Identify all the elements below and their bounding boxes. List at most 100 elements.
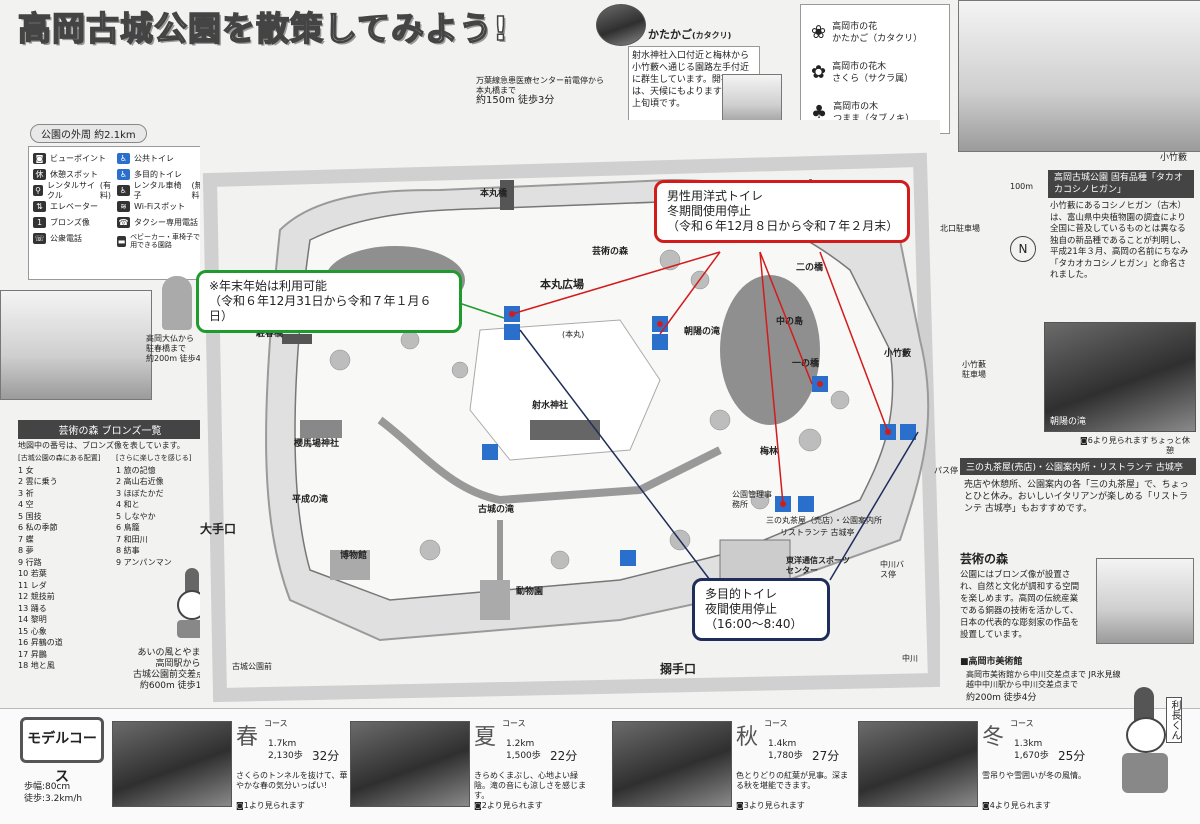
label-ume: 梅林 [760, 447, 779, 457]
city-tree-label: 高岡市の木 [833, 102, 879, 112]
bronze-icon: 1 [33, 217, 46, 228]
course-photo [612, 721, 732, 807]
course-photo [112, 721, 232, 807]
course-km: 1.3km [1014, 739, 1043, 749]
label-ninomaru: 二の橋 [796, 263, 824, 273]
asahi-waterfall-photo [1044, 322, 1196, 432]
course-photo [858, 721, 978, 807]
legend-multi-toilet: 多目的トイレ [134, 169, 182, 179]
sakurababa-shrine-building [300, 420, 342, 438]
label-kojo-park: 古城公園前 [232, 662, 272, 671]
bronze-list-note: 地図中の番号は、ブロンズ像を表しています。 [18, 441, 185, 450]
legend-wifi: Wi-Fiスポット [134, 201, 186, 211]
course-steps: 2,130歩 [268, 751, 303, 761]
native-variety-panel: 高岡古城公園 固有品種「タカオカコシノヒガン」 小竹藪にあるコシノヒガン（古木）… [1048, 170, 1194, 310]
katakago-title-sub: (カタクリ) [692, 31, 732, 40]
bronze-item: 16 昇鶴の道 [18, 638, 63, 647]
bronze-item: 3 ほぼたかだ [116, 488, 164, 498]
camera-icon: ◙ [33, 153, 46, 164]
label-honmarubashi: 本丸橋 [480, 189, 508, 199]
wifi-icon: ≋ [117, 201, 130, 212]
bronze-item: 7 蝶 [18, 534, 34, 544]
bronze-item: 4 和と [116, 500, 140, 509]
course-desc: きらめくまぶし、心地よい緑陰。滝の音にも涼しさを感じます。 [474, 771, 586, 800]
label-doubutsuen: 動物園 [516, 587, 544, 597]
cherry-path-photo [0, 290, 152, 400]
camera-icon: ◙ [1080, 436, 1088, 445]
zoo-building [480, 580, 510, 620]
course-km: 1.7km [268, 739, 297, 749]
course-label: コース [264, 719, 288, 728]
bronze-list-panel: 芸術の森 ブロンズ一覧 地図中の番号は、ブロンズ像を表しています。 [古城公園の… [18, 420, 202, 700]
bamboo-grove-photo [958, 0, 1200, 152]
legend-bicycle: レンタルサイクル [47, 180, 95, 200]
geijutsu-title: 芸術の森 [960, 552, 1009, 566]
label-ristorante: リストランテ 古城亭 [780, 528, 855, 537]
bronze-item: 15 心象 [18, 626, 47, 636]
geijutsu-panel: 芸術の森 公園にはブロンズ像が設置され、自然と文化が調和する空間を楽しめます。高… [960, 550, 1196, 710]
course-min: 32分 [312, 749, 340, 763]
cherry-tree-icon: ✿ [811, 62, 827, 83]
bronze-item: 12 競技前 [18, 592, 55, 601]
sculpture-photo [1096, 558, 1194, 644]
men-toilet-marker [817, 381, 823, 387]
bronze-item: 14 黎明 [18, 615, 47, 624]
toilet-icon [482, 444, 498, 460]
label-kitaguchi: 北口駐車場 [940, 224, 980, 233]
katakago-photo [596, 4, 646, 46]
men-toilet-callout: 男性用洋式トイレ 冬期間使用停止 （令和６年12月８日から令和７年２月末） [654, 180, 910, 243]
camera-icon: ◙ [474, 801, 482, 810]
wheelchair-icon [652, 334, 668, 350]
label-park-office: 公園管理事務所 [732, 490, 772, 509]
course-ref: ◙2より見られます [474, 801, 543, 810]
sannomaru-header: 三の丸茶屋(売店)・公園案内所・リストランテ 古城亭 [960, 458, 1196, 475]
daibutsu-icon [162, 276, 192, 330]
legend-taxi: タクシー専用電話 [134, 217, 198, 227]
museum-name: ■高岡市美術館 [960, 657, 1023, 667]
legend-bronze: ブロンズ像 [50, 217, 90, 227]
sannomaru-panel: 三の丸茶屋(売店)・公園案内所・リストランテ 古城亭 売店や休憩所、公園案内の各… [960, 458, 1196, 528]
course-steps: 1,670歩 [1014, 751, 1049, 761]
katakago-text: 射水神社入口付近と梅林から小竹藪へ通じる園路左手付近に群生しています。開花時期は… [632, 51, 750, 109]
bronze-item: 1 女 [18, 465, 34, 475]
label-kotakeyabu-parking: 小竹藪駐車場 [962, 360, 986, 379]
bronze-list-title: 芸術の森 ブロンズ一覧 [18, 420, 202, 439]
label-otemachi: 大手口 [200, 522, 237, 536]
course-km: 1.2km [506, 739, 535, 749]
wheelchair-rental-icon: ♿ [117, 185, 130, 196]
course-steps: 1,780歩 [768, 751, 803, 761]
museum-dist: 約200m 徒歩4分 [966, 693, 1037, 703]
legend-viewpoint: ビューポイント [50, 153, 106, 163]
label-heisei-no-taki: 平成の滝 [292, 495, 329, 505]
bronze-item: 8 夢 [18, 546, 34, 555]
course-steps: 1,500歩 [506, 751, 541, 761]
course-label: コース [502, 719, 526, 728]
course-km: 1.4km [768, 739, 797, 749]
course-season: 春 [236, 725, 259, 750]
label-nakagawa-bus: 中川バス停 [880, 560, 904, 579]
tokyu-directions: 万葉線急患医療センター前電停から 本丸橋まで 約150m 徒歩3分 [476, 76, 604, 106]
label-sannomaru: 三の丸茶屋（売店）・公園案内所 [766, 516, 882, 525]
new-year-callout: ※年末年始は利用可能 （令和６年12月31日から令和７年１月６日） [196, 270, 462, 333]
course-desc: 色とりどりの紅葉が見事。深まる秋を堪能できます。 [736, 771, 848, 790]
elevator-icon: ⇅ [33, 201, 46, 212]
page-title: 高岡古城公園を散策してみよう! [17, 8, 510, 49]
label-chushun: 駐春橋 [256, 329, 284, 339]
legend-panel: ◙ビューポイント ♿公共トイレ 休休憩スポット ♿多目的トイレ ⚲レンタルサイク… [28, 146, 218, 280]
katakago-flower-icon: ❀ [811, 22, 827, 43]
katakago-title: かたかご [648, 28, 692, 41]
camera-icon: ◙ [736, 801, 744, 810]
city-symbols-panel: ❀ 高岡市の花かたかご（カタクリ） ✿ 高岡市の花木さくら（サクラ属） ♣ 高岡… [800, 4, 950, 134]
model-speed: 歩幅:80cm 徒歩:3.2km/h [24, 782, 83, 804]
label-ikarite: 搦手口 [660, 662, 697, 676]
asahi-see-more: ◙6より見られます [1080, 436, 1149, 445]
legend-wheelchair-rental: レンタル車椅子 [133, 180, 182, 200]
model-course-title: モデルコース [20, 717, 104, 785]
city-tree-name: つまま（タブノキ） [833, 114, 915, 124]
multi-toilet-callout: 多目的トイレ 夜間使用停止 （16:00～8:40） [692, 578, 830, 641]
honmaru-bridge [500, 180, 514, 210]
